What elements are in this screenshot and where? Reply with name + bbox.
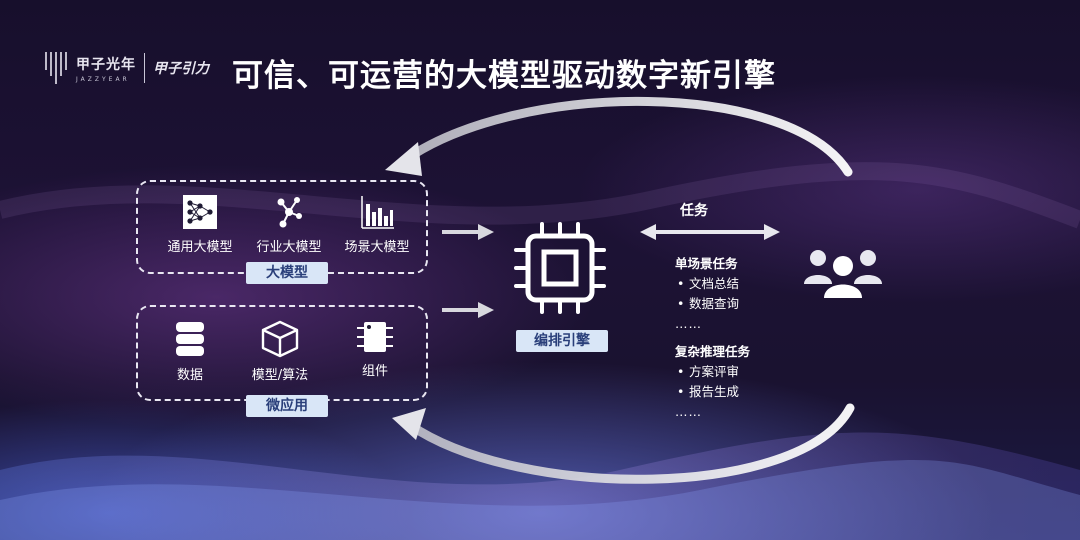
task-list: 单场景任务 文档总结 数据查询 …… 复杂推理任务 方案评审 报告生成 …… [675, 254, 750, 422]
logo-sub-text: 甲子引力 [153, 61, 209, 77]
brand-logo: 甲子光年 JAZZYEAR 甲子引力 [44, 50, 209, 86]
arrow-to-engine-top [478, 224, 494, 240]
complex-task-item: 方案评审 [675, 362, 750, 382]
single-task-item: 数据查询 [675, 294, 750, 314]
model-item-industry: 行业大模型 [244, 194, 334, 255]
app-item-model-algo: 模型/算法 [235, 320, 325, 383]
single-task-more: …… [675, 316, 702, 331]
app-group-tag: 微应用 [246, 395, 328, 417]
task-title: 任务 [680, 203, 708, 219]
engine-tag: 编排引擎 [516, 330, 608, 352]
model-item-scene: 场景大模型 [332, 194, 422, 255]
model-item-general: 通用大模型 [155, 194, 245, 255]
logo-divider [144, 53, 145, 83]
app-item-data: 数据 [145, 320, 235, 383]
model-item-label: 通用大模型 [167, 240, 233, 255]
single-task-item: 文档总结 [675, 274, 750, 294]
database-icon [176, 322, 204, 356]
complex-task-more: …… [675, 404, 702, 419]
top-arrow-head [385, 142, 422, 176]
cube-icon [261, 320, 299, 358]
arrow-to-engine-bottom [478, 302, 494, 318]
chip-component-icon [357, 322, 393, 352]
complex-task-item: 报告生成 [675, 382, 750, 402]
users-group-icon [804, 250, 882, 298]
model-group-tag: 大模型 [246, 262, 328, 284]
model-item-label: 行业大模型 [256, 240, 322, 255]
model-item-label: 场景大模型 [344, 240, 410, 255]
app-item-label: 数据 [176, 368, 203, 383]
bottom-return-arrow [405, 403, 855, 484]
double-arrow-right-head [764, 224, 780, 240]
page-title: 可信、可运营的大模型驱动数字新引擎 [232, 58, 776, 94]
bottom-arrow-head [392, 408, 426, 440]
logo-en-text: JAZZYEAR [76, 75, 130, 83]
neural-network-icon [183, 195, 217, 229]
double-arrow-left-head [640, 224, 656, 240]
top-return-arrow [400, 96, 853, 177]
logo-cn-text: 甲子光年 [76, 56, 136, 73]
app-item-label: 模型/算法 [251, 368, 309, 383]
app-item-component: 组件 [330, 320, 420, 379]
logo-mark-icon [45, 52, 67, 84]
cpu-icon [514, 222, 606, 314]
molecule-icon [277, 197, 302, 228]
app-item-label: 组件 [361, 364, 388, 379]
bar-chart-icon [361, 196, 394, 229]
complex-task-head: 复杂推理任务 [675, 344, 751, 359]
single-task-head: 单场景任务 [675, 256, 738, 271]
